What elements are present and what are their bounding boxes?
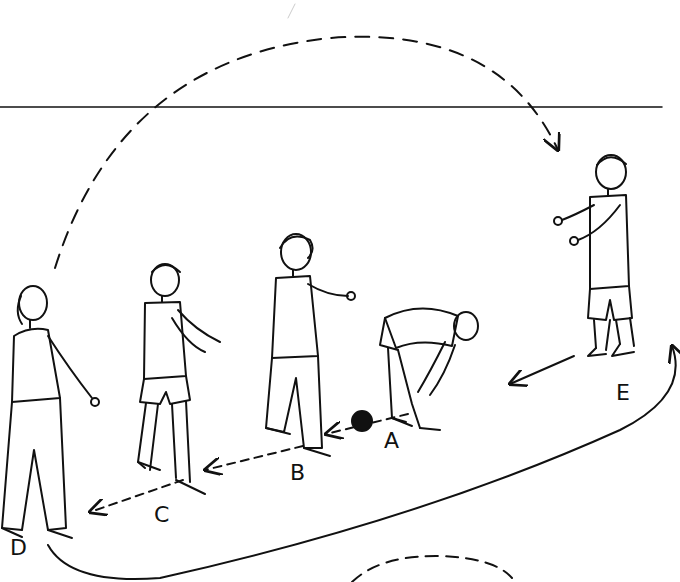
wall-line — [0, 106, 662, 108]
throw-arc — [55, 37, 558, 268]
player-figure — [554, 155, 634, 356]
run-arrow — [510, 356, 574, 384]
player-figure — [138, 264, 220, 494]
run-path — [48, 346, 676, 579]
player-letter: E — [616, 382, 630, 404]
throw-arc — [352, 556, 512, 582]
pass-arrow — [205, 446, 303, 470]
scribble — [288, 4, 295, 18]
ball — [352, 411, 372, 431]
player-figure — [2, 286, 99, 538]
player-letter: D — [10, 537, 27, 559]
player-letter: C — [154, 504, 169, 526]
player-letter: A — [384, 430, 399, 452]
player-figure — [266, 234, 355, 456]
player-letter: B — [290, 462, 305, 484]
player-figure — [380, 308, 478, 430]
